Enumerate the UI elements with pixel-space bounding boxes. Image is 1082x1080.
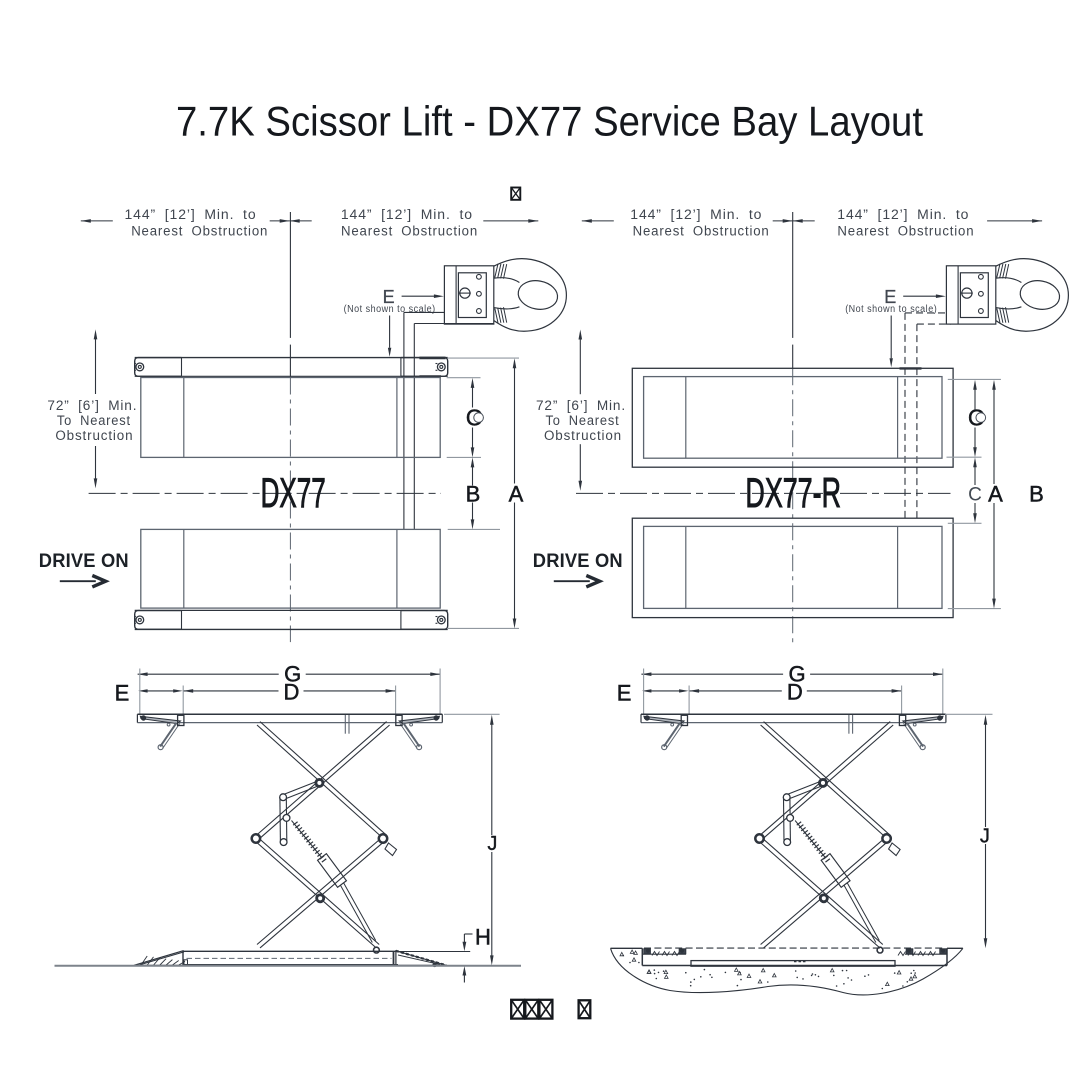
svg-text:Nearest Obstruction: Nearest Obstruction (633, 224, 770, 240)
svg-text:B: B (466, 482, 481, 507)
svg-text:Nearest Obstruction: Nearest Obstruction (131, 224, 268, 240)
svg-text:H: H (475, 924, 491, 949)
svg-text:E: E (884, 287, 896, 307)
svg-text:144” [12’] Min. to: 144” [12’] Min. to (837, 207, 969, 223)
svg-text:Nearest Obstruction: Nearest Obstruction (837, 224, 974, 240)
svg-text:E: E (115, 681, 130, 706)
svg-text:C: C (968, 485, 982, 506)
svg-text:J: J (980, 826, 990, 848)
svg-text:Obstruction: Obstruction (55, 428, 133, 444)
svg-text:(Not shown to scale): (Not shown to scale) (344, 304, 436, 315)
svg-text:To Nearest: To Nearest (57, 413, 131, 429)
svg-text:(Not shown to scale): (Not shown to scale) (845, 304, 937, 315)
svg-text:A: A (509, 481, 524, 506)
svg-text:G: G (284, 662, 301, 687)
svg-text:DX77-R: DX77-R (745, 470, 841, 516)
svg-text:DRIVE ON: DRIVE ON (533, 550, 623, 572)
svg-text:Obstruction: Obstruction (544, 428, 622, 444)
svg-text:72” [6’] Min.: 72” [6’] Min. (47, 398, 137, 414)
svg-text:DRIVE ON: DRIVE ON (39, 550, 129, 572)
svg-text:72” [6’] Min.: 72” [6’] Min. (536, 398, 626, 414)
svg-text:G: G (789, 662, 806, 687)
svg-text:A: A (988, 481, 1003, 506)
svg-text:D: D (284, 680, 300, 705)
svg-text:B: B (1029, 482, 1044, 507)
svg-text:E: E (617, 681, 632, 706)
svg-text:E: E (383, 287, 395, 307)
svg-text:DX77: DX77 (261, 470, 326, 517)
svg-text:D: D (787, 680, 803, 705)
svg-text:7.7K Scissor Lift - DX77 Servi: 7.7K Scissor Lift - DX77 Service Bay Lay… (176, 98, 923, 145)
svg-text:144” [12’] Min. to: 144” [12’] Min. to (341, 207, 473, 223)
svg-text:144” [12’] Min. to: 144” [12’] Min. to (630, 207, 762, 223)
svg-text:To Nearest: To Nearest (546, 413, 620, 429)
svg-text:J: J (487, 833, 497, 855)
svg-text:Nearest Obstruction: Nearest Obstruction (341, 224, 478, 240)
svg-text:144” [12’] Min. to: 144” [12’] Min. to (125, 207, 257, 223)
